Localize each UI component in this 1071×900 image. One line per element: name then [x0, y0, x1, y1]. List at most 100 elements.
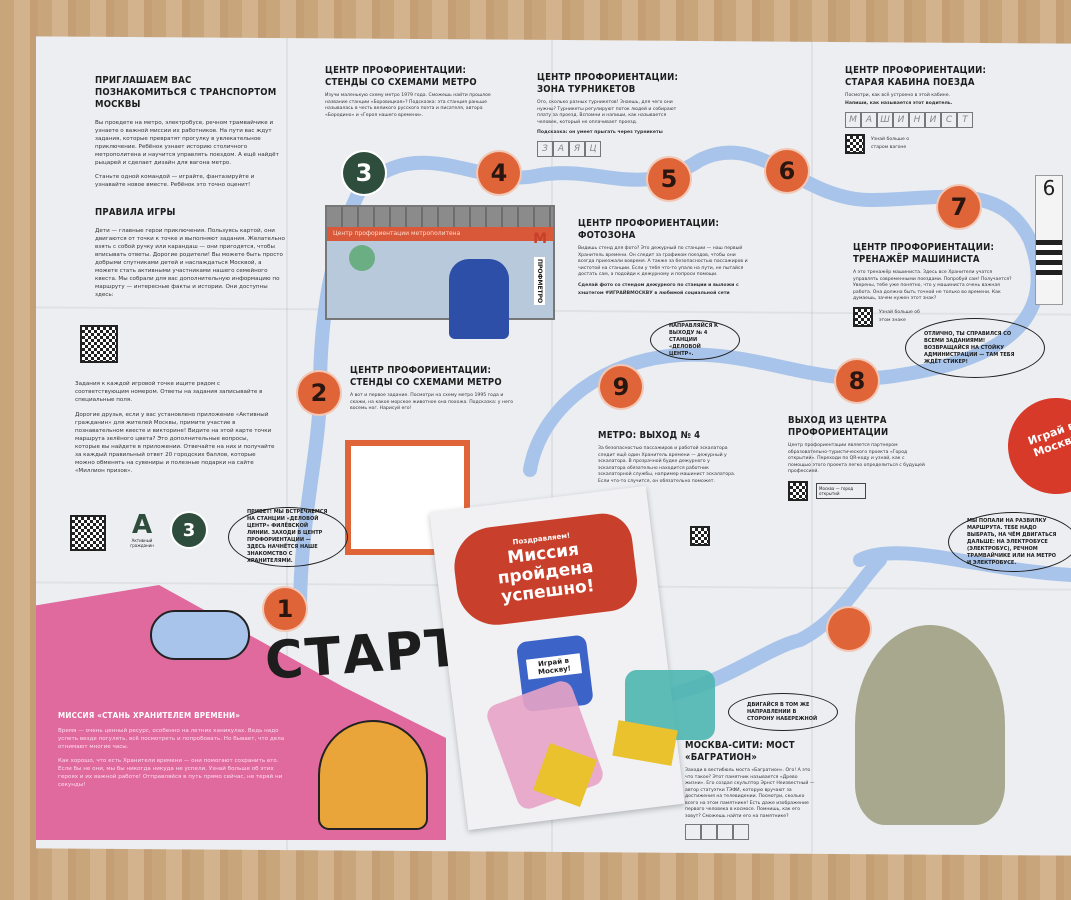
city-of-discoveries-logo: Москва — город открытий	[816, 482, 866, 499]
mission-title: Миссия «Стань хранителем времени»	[58, 711, 241, 720]
stop-4-info: Центр профориентации: зона турникетов Ог…	[537, 72, 687, 157]
stop-5-info: Центр профориентации: фотозона Видишь ст…	[578, 218, 753, 298]
answer-box[interactable]	[701, 824, 717, 840]
metro-logo-icon: М	[533, 231, 547, 247]
stop-2-title: Центр профориентации: стенды со схемами …	[350, 365, 502, 388]
stop-8-marker[interactable]: 8	[836, 360, 878, 402]
stop-6-text: Посмотри, как всё устроено в этой кабине…	[845, 93, 950, 98]
stop-5-title: Центр профориентации: фотозона	[578, 218, 720, 241]
stop-6-qr[interactable]	[845, 134, 865, 154]
answer-box[interactable]: С	[941, 112, 957, 128]
rules-text: Дети — главные герои приключения. Пользу…	[95, 228, 285, 298]
stop-11-answer-boxes[interactable]	[685, 824, 815, 840]
sign-number: 6	[1042, 176, 1056, 200]
metro-station-illustration: Центр профориентации метрополитена М ПРО…	[325, 205, 555, 339]
intro-section: Приглашаем вас познакомиться с транспорт…	[95, 75, 285, 299]
stop-11-info: Москва-Сити: мост «Багратион» Заходи в в…	[685, 740, 815, 840]
stop-4-hint: Подсказка: он умеет прыгать через турник…	[537, 130, 663, 135]
stop-7-marker[interactable]: 7	[938, 186, 980, 228]
cloud-character	[150, 610, 250, 660]
stop-11-title: Москва-Сити: мост «Багратион»	[685, 740, 795, 763]
stop-5-marker[interactable]: 5	[648, 158, 690, 200]
stop-8-title: Выход из центра профориентации	[788, 415, 889, 438]
app-qr-code[interactable]	[70, 515, 106, 551]
stop-3-title: Центр профориентации: стенды со схемами …	[325, 65, 477, 88]
stop-5-text: Видишь стенд для фото? Это дежурный по с…	[578, 246, 748, 277]
stop-6-question: Напиши, как называется этот водитель.	[845, 101, 953, 106]
fork-bubble: Мы попали на развилку маршрута. Тебе над…	[948, 512, 1071, 572]
metro-worker-character	[449, 259, 509, 339]
mission-text-1: Время — очень ценный ресурс, особенно на…	[58, 728, 285, 750]
answer-box[interactable]: З	[537, 141, 553, 157]
stop-3-text: Изучи маленькую схему метро 1979 года. С…	[325, 93, 491, 118]
answer-box[interactable]: Ц	[585, 141, 601, 157]
stop-5-cta: Сделай фото со стендом дежурного по стан…	[578, 282, 739, 296]
stop-2-marker[interactable]: 2	[298, 372, 340, 414]
answer-box[interactable]	[685, 824, 701, 840]
stop-12-info	[690, 522, 840, 546]
answer-box[interactable]: А	[861, 112, 877, 128]
answer-box[interactable]: А	[553, 141, 569, 157]
green-character	[349, 245, 375, 271]
stop-4-text: Ого, сколько разных турникетов! Знаешь, …	[537, 100, 677, 125]
answer-box[interactable]: И	[925, 112, 941, 128]
exit-4-bubble: Направляйся к выходу № 4 станции «Делово…	[650, 320, 740, 360]
green-point-3-legend: 3	[172, 513, 206, 547]
stop-2-text: А вот и первое задание. Посмотри на схем…	[350, 393, 514, 411]
answer-box[interactable]: Н	[909, 112, 925, 128]
metro-sign-icon: 6	[1035, 175, 1063, 305]
stop-4-title: Центр профориентации: зона турникетов	[537, 72, 679, 95]
stop-12-marker[interactable]	[828, 608, 870, 650]
info-qr-code[interactable]	[80, 325, 118, 363]
answer-box[interactable]	[717, 824, 733, 840]
tree-of-life-monument	[855, 625, 1005, 825]
answer-box[interactable]: Я	[569, 141, 585, 157]
intro-title: Приглашаем вас познакомиться с транспорт…	[95, 75, 277, 110]
answer-box[interactable]: И	[893, 112, 909, 128]
answer-box[interactable]: Ш	[877, 112, 893, 128]
answer-box[interactable]	[733, 824, 749, 840]
stop-11-text: Заходи в вестибюль моста «Багратион». Ог…	[685, 768, 815, 819]
embankment-bubble: Двигайся в том же направлении в сторону …	[728, 693, 838, 731]
stop-1-marker[interactable]: 1	[264, 588, 306, 630]
rules-text-2: Задания к каждой игровой точке ищите ряд…	[75, 381, 263, 403]
rules-title: Правила игры	[95, 207, 176, 218]
stop-8-qr[interactable]	[788, 480, 808, 501]
qr-caption: Узнай больше об этом знаке	[879, 309, 920, 323]
stop-3-marker[interactable]: 3	[343, 152, 385, 194]
rules-text-3: Дорогие друзья, если у вас установлено п…	[75, 412, 275, 474]
stop-3-info: Центр профориентации: стенды со схемами …	[325, 65, 495, 119]
stop-6-marker[interactable]: 6	[766, 150, 808, 192]
intro-text: Вы проедете на метро, электробусе, речно…	[95, 120, 279, 166]
stop-7-text: А это тренажёр машиниста. Здесь все Хран…	[853, 270, 1012, 301]
metro-banner: Центр профориентации метрополитена	[327, 227, 553, 241]
stop-12-qr[interactable]	[690, 526, 710, 546]
mission-section: Миссия «Стань хранителем времени» Время …	[58, 710, 293, 789]
answer-box[interactable]: Т	[957, 112, 973, 128]
qr-caption: Узнай больше о старом вагоне	[871, 137, 910, 150]
stop-6-title: Центр профориентации: старая кабина поез…	[845, 65, 987, 88]
orange-character	[318, 720, 428, 830]
stop-2-info: Центр профориентации: стенды со схемами …	[350, 365, 515, 413]
stop-9-text: За безопасностью пассажиров и работой эс…	[598, 446, 736, 484]
active-citizen-logo: A Активный гражданин	[130, 510, 154, 548]
speech-bubble: Поздравляем! Миссия пройдена успешно!	[449, 510, 641, 630]
stop-9-info: Метро: выход № 4 За безопасностью пассаж…	[598, 430, 738, 485]
intro-text-2: Станьте одной командой — играйте, фантаз…	[95, 174, 255, 188]
stop-9-title: Метро: выход № 4	[598, 430, 701, 441]
start-bubble: Привет! Мы встречаемся на станции «Делов…	[228, 507, 348, 567]
mission-text-2: Как хорошо, что есть Хранители времени —…	[58, 758, 283, 788]
profmetro-sign: ПРОФМЕТРО	[534, 257, 545, 306]
stop-7-qr[interactable]	[853, 306, 873, 327]
stop-7-info: Центр профориентации: тренажёр машиниста…	[853, 242, 1018, 327]
stop-8-text: Центр профориентации является партнером …	[788, 443, 925, 474]
stop-8-info: Выход из центра профориентации Центр про…	[788, 415, 928, 501]
stop-7-title: Центр профориентации: тренажёр машиниста	[853, 242, 995, 265]
answer-box[interactable]: М	[845, 112, 861, 128]
sticker-bubble: Отлично, ты справился со всеми заданиями…	[905, 318, 1045, 378]
stop-9-marker[interactable]: 9	[600, 366, 642, 408]
stop-4-marker[interactable]: 4	[478, 152, 520, 194]
rules-extra: Задания к каждой игровой точке ищите ряд…	[75, 380, 275, 475]
